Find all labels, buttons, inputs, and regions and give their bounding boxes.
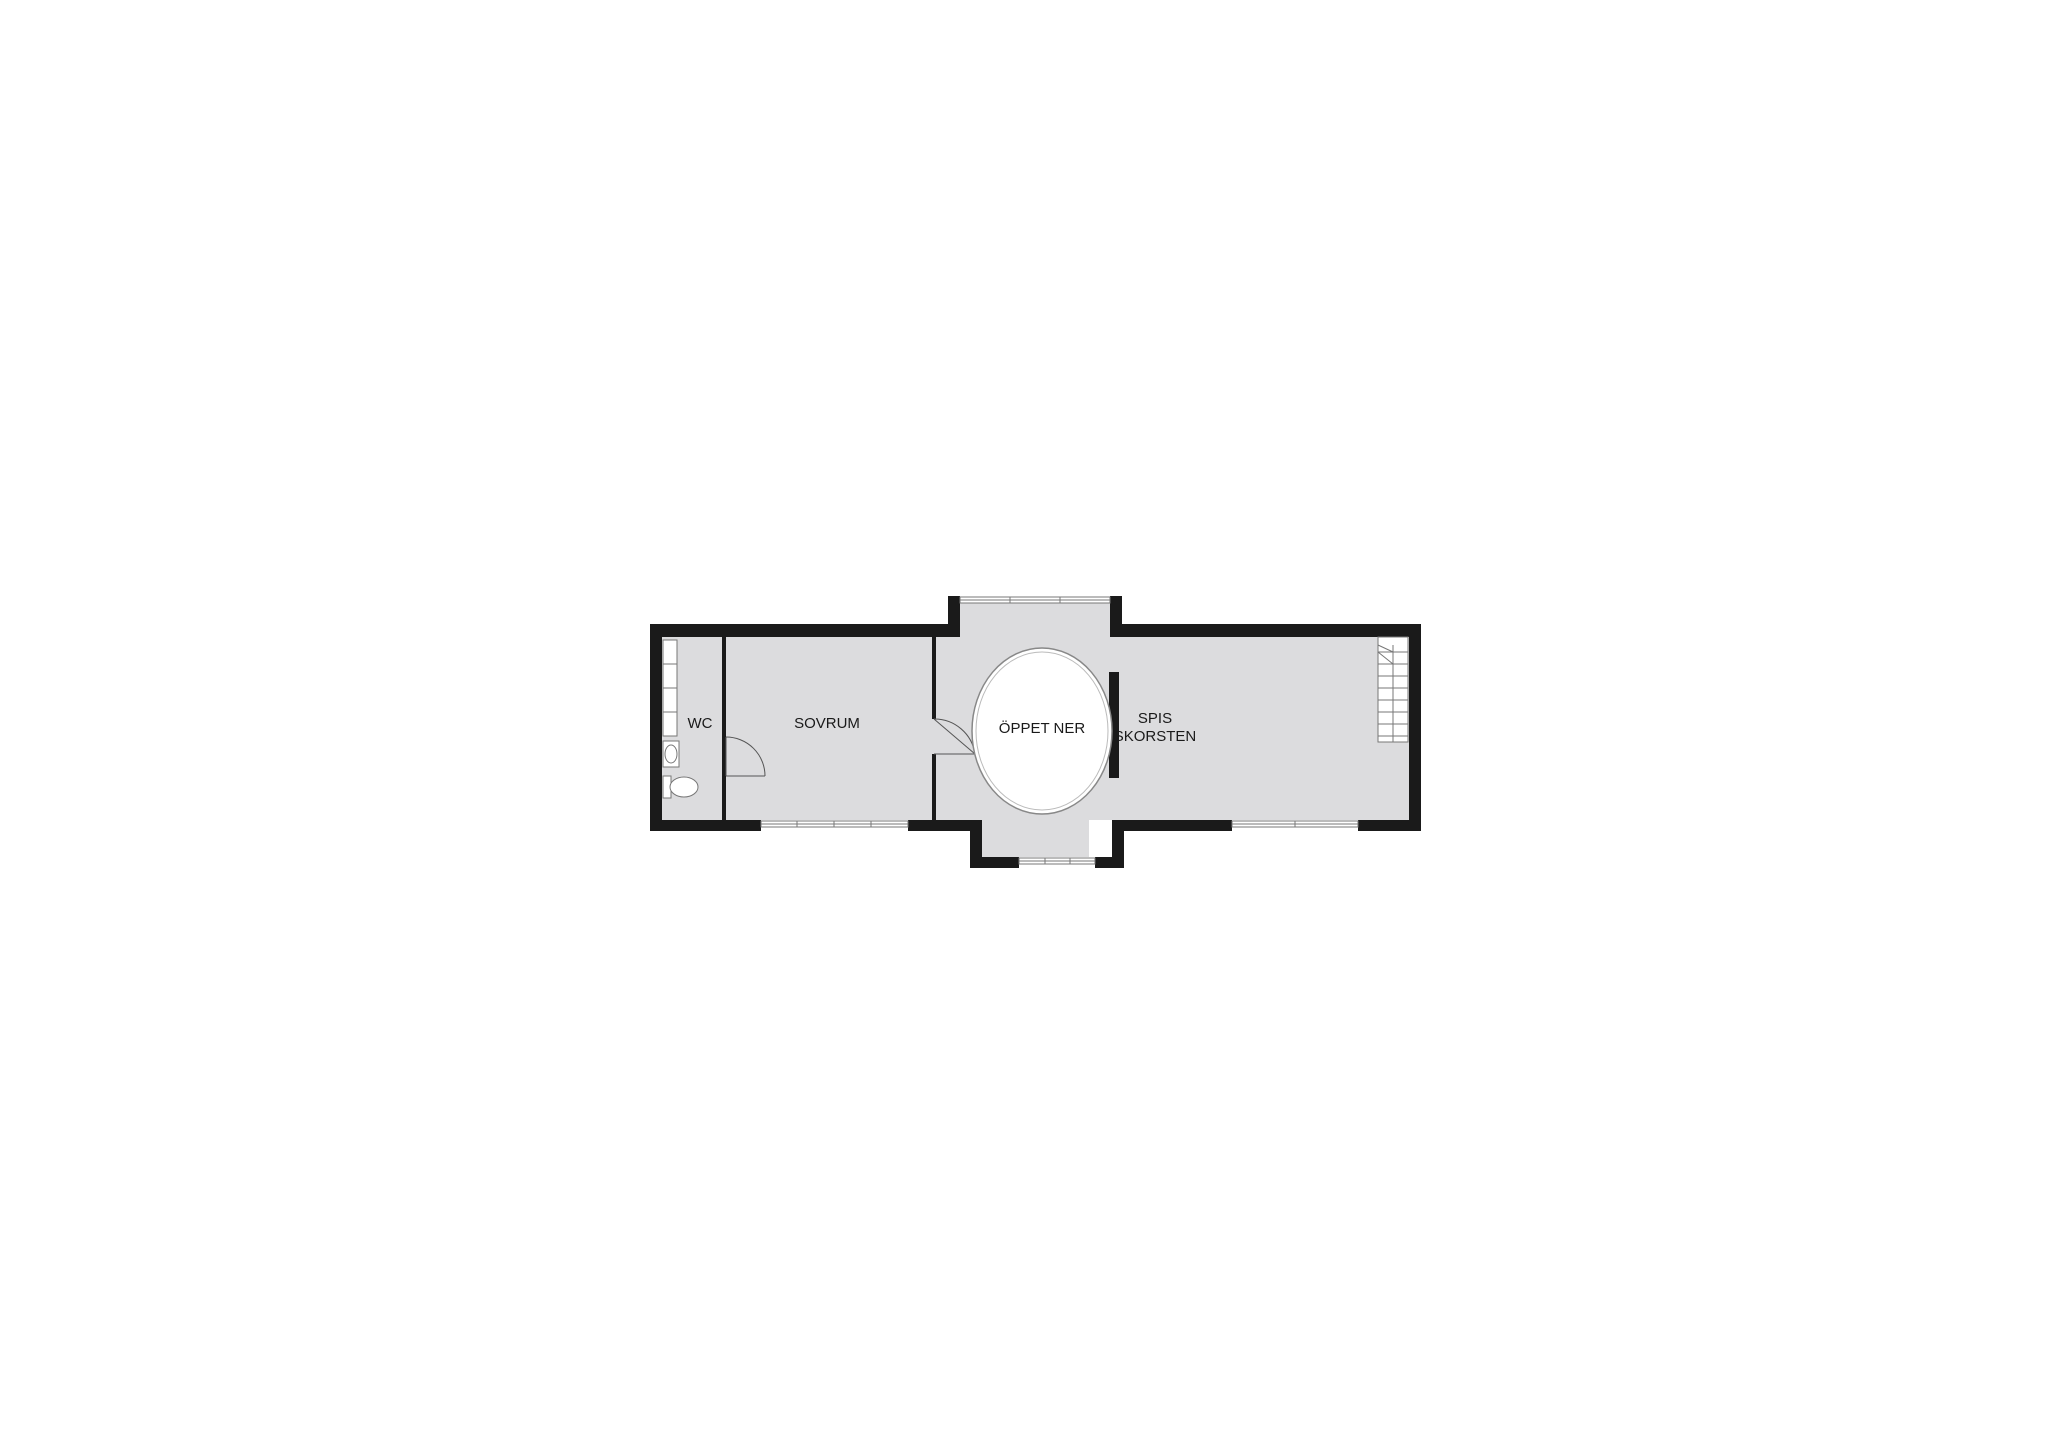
room-label-spis: SPIS: [1138, 710, 1172, 727]
room-label-sovrum: SOVRUM: [794, 715, 860, 732]
wall-bottom-right-b: [1358, 820, 1421, 831]
sink-icon: [662, 740, 680, 768]
open-below-circle: [971, 647, 1113, 815]
wall-bottom-left-a: [650, 820, 761, 831]
window-right-room: [1231, 820, 1359, 828]
wall-left: [650, 624, 662, 831]
windows: [760, 596, 1359, 865]
toilet-icon: [662, 775, 699, 799]
shelf-icon: [662, 639, 678, 737]
wall-top-right: [1110, 624, 1420, 637]
wall-bump-bottom-floor-right: [1095, 857, 1124, 868]
wall-bottom-left-b: [908, 820, 981, 831]
chimney-wall: [1109, 672, 1119, 778]
wall-sovrum-hall-upper: [932, 637, 936, 719]
wall-bump-top-cap-left: [948, 596, 960, 602]
interior-walls: [722, 637, 1119, 820]
wall-bump-bottom-floor-left: [970, 857, 1019, 868]
window-bottom-bump: [1018, 857, 1096, 865]
wall-bottom-right-a: [1112, 820, 1232, 831]
wc-fixtures: [662, 639, 699, 799]
wall-wc-sovrum: [722, 637, 726, 820]
wall-top-left: [650, 624, 960, 637]
room-label-oppet-ner: ÖPPET NER: [999, 719, 1086, 737]
floor-area: [661, 600, 1409, 857]
room-label-wc: WC: [688, 715, 713, 732]
room-label-skorsten: SKORSTEN: [1114, 728, 1197, 745]
wall-sovrum-hall-lower: [932, 754, 936, 820]
wall-bump-top-left: [948, 596, 960, 637]
exterior-walls: [650, 596, 1421, 868]
wall-bump-bottom-right: [1112, 820, 1124, 868]
window-sovrum: [760, 820, 909, 828]
door-wc: [725, 736, 766, 777]
doors: [725, 718, 976, 777]
wall-right: [1409, 624, 1421, 831]
wall-bump-bottom-left: [970, 820, 982, 868]
window-top: [959, 596, 1111, 604]
stairs-icon: [1377, 636, 1409, 743]
